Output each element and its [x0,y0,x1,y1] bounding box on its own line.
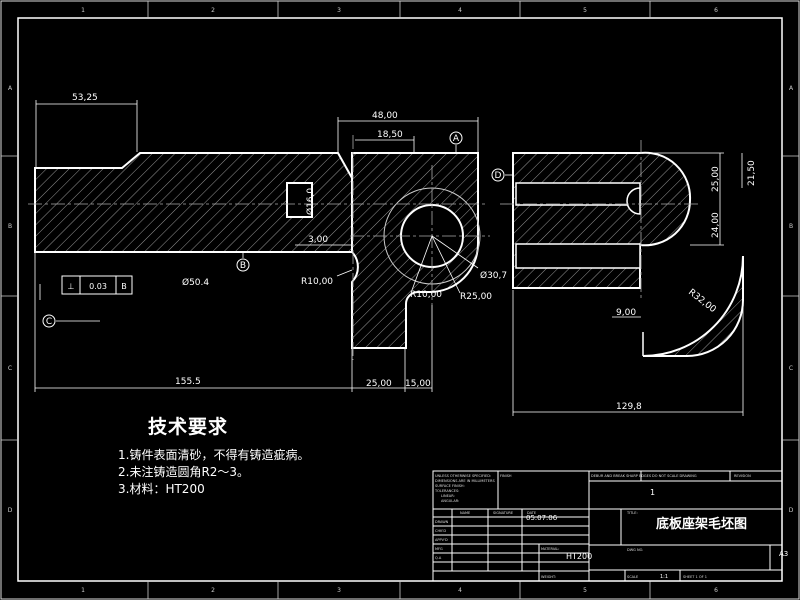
dim-16-0: Ø16,0 [305,188,316,215]
tb-label-dwgno: DWG NO. [627,548,643,552]
zone-label-bottom-2: 2 [211,587,215,594]
tb-label-name: NAME [460,511,470,515]
zone-label-top-6: 6 [714,7,718,14]
tb-sheet-size: A3 [779,550,788,558]
dim-r32: R32,00 [686,287,718,315]
tb-label-finish: FINISH [500,474,512,478]
dim-48-00: 48,00 [372,111,398,121]
tb-drawing-name: 底板座架毛坯图 [656,516,747,532]
tb-label-unless: UNLESS OTHERWISE SPECIFIED: [435,474,491,478]
tb-label-signature: SIGNATURE [493,511,513,515]
zone-label-top-4: 4 [458,7,462,14]
tb-scale: 1:1 [660,574,668,580]
title-block [432,470,783,582]
tb-material: HT200 [566,552,592,561]
note-line-2: 2.未注铸造圆角R2～3。 [118,465,250,479]
tb-label-angular: ANGULAR: [441,499,459,503]
tb-quantity: 1 [650,488,655,497]
dim-53-25: 53,25 [72,93,98,103]
tb-label-noscale: DO NOT SCALE DRAWING [652,474,697,478]
dim-155-5: 155.5 [175,377,201,387]
dimension-lines [34,100,744,416]
note-line-1: 1.铸件表面清砂，不得有铸造疵病。 [118,448,310,462]
dim-phi50-4: Ø50.4 [182,277,209,288]
tb-label-mfg: MFG [435,547,443,551]
tb-label-revision: REVISION [734,474,751,478]
zone-label-left-a: A [8,85,13,92]
datum-markers: A D B C [42,131,505,328]
tb-label-chkd: CHK'D [435,529,446,533]
zone-label-left-c: C [8,365,12,372]
dim-25-00-v: 25,00 [711,166,721,192]
zone-label-left-b: B [8,223,12,230]
tb-label-debur: DEBUR AND BREAK SHARP EDGES [591,474,652,478]
tolerance-symbol: ⊥ [68,282,75,291]
dim-25-00-h: 25,00 [366,379,392,389]
datum-b-label: B [240,261,246,271]
tolerance-value: 0.03 [89,282,107,291]
zone-label-top-5: 5 [583,7,587,14]
datum-d-label: D [495,171,502,181]
tb-label-weight: WEIGHT: [541,575,556,579]
zone-label-right-a: A [789,85,794,92]
front-slot [286,182,313,218]
tb-label-date: DATE [527,511,536,515]
side-cutout-upper [515,182,641,206]
tb-label-material: MATERIAL: [541,547,559,551]
tb-label-drawn: DRAWN [435,520,449,524]
tb-label-qa: Q.A [435,556,442,560]
datum-a-label: A [453,134,460,144]
tb-label-linear: LINEAR: [441,494,455,498]
zone-label-bottom-5: 5 [583,587,587,594]
dim-r10-bottom: R10,00 [410,290,442,300]
zone-label-bottom-3: 3 [337,587,341,594]
note-line-3: 3.材料：HT200 [118,482,205,496]
zone-label-bottom-4: 4 [458,587,462,594]
dim-129-8: 129,8 [616,402,642,412]
zone-label-bottom-6: 6 [714,587,718,594]
tolerance-frame: ⊥ 0.03 B [61,275,133,295]
side-cutout-lower [515,243,641,269]
zone-label-bottom-1: 1 [81,587,85,594]
dim-18-50: 18,50 [377,130,403,140]
dim-24-00: 24,00 [711,212,721,238]
tb-label-title: TITLE: [626,511,638,515]
dim-21-50: 21,50 [747,160,757,186]
side-view [500,140,744,357]
zone-label-right-c: C [789,365,793,372]
zone-label-top-2: 2 [211,7,215,14]
zone-label-right-b: B [789,223,793,230]
dim-3-00: 3,00 [308,235,328,245]
tb-label-surface: SURFACE FINISH: [435,484,465,488]
dim-r10-left: R10,00 [301,277,333,287]
technical-requirements: 技术要求 1.铸件表面清砂，不得有铸造疵病。 2.未注铸造圆角R2～3。 3.材… [118,412,309,498]
dim-phi30-7: Ø30,7 [480,270,507,281]
tb-label-scale: SCALE [627,575,638,579]
zone-label-top-3: 3 [337,7,341,14]
tb-label-sheet: SHEET 1 OF 1 [683,575,707,579]
tb-date: 05.07.06 [526,514,558,522]
side-quarter-arc [642,255,744,357]
dim-9-00: 9,00 [616,308,636,318]
zone-label-top-1: 1 [81,7,85,14]
datum-c-label: C [46,317,52,327]
zone-label-left-d: D [8,507,13,514]
front-body-left [34,152,353,253]
tb-label-dims: DIMENSIONS ARE IN MILLIMETERS [435,479,495,483]
notes-title: 技术要求 [148,416,229,438]
dim-15-00: 15,00 [405,379,431,389]
tb-label-tolerances: TOLERANCES: [434,489,459,493]
dim-r25: R25,00 [460,292,492,302]
tb-label-appvd: APPV'D [435,538,448,542]
front-view [28,135,490,360]
tolerance-datum: B [121,282,127,291]
zone-label-right-d: D [789,507,794,514]
side-semicircle-cut [626,187,641,215]
